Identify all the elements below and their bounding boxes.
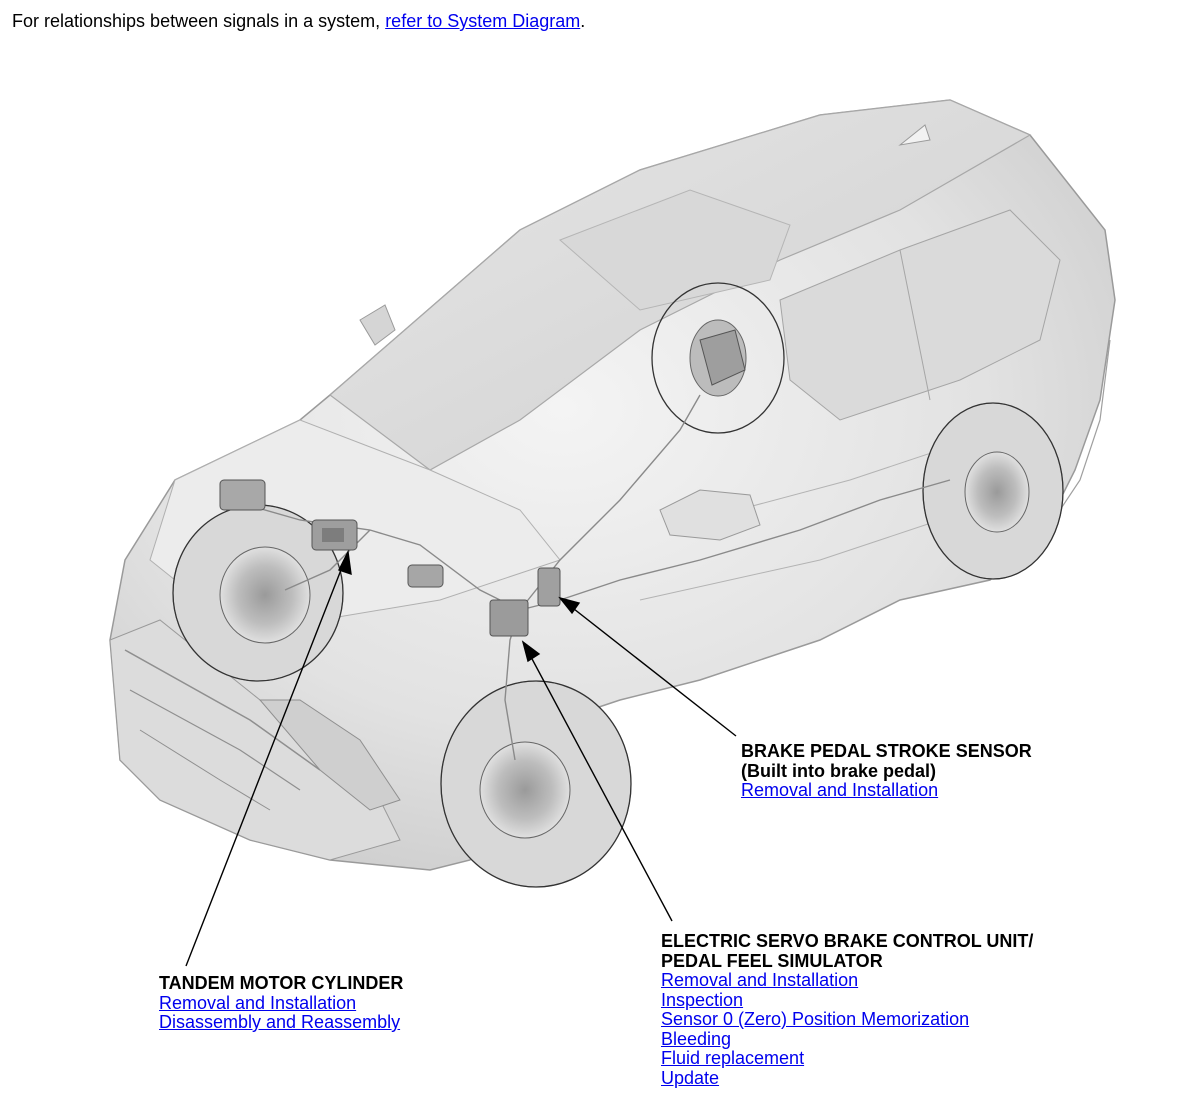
reservoir-part: [407, 564, 444, 588]
leader-arrows: [185, 549, 737, 967]
servo-arrowhead: [521, 640, 541, 663]
tandem-disassembly-link[interactable]: Disassembly and Reassembly: [159, 1012, 401, 1032]
tandem-motor-cylinder-part: [311, 519, 358, 551]
stroke-sensor-leader: [559, 597, 737, 737]
stroke-sensor-arrowhead: [558, 596, 581, 615]
brake-pedal-stroke-sensor-callout: BRAKE PEDAL STROKE SENSOR (Built into br…: [741, 741, 1032, 801]
brake-pedal-stroke-sensor-title: BRAKE PEDAL STROKE SENSOR: [741, 741, 1032, 761]
brake-pedal-stroke-sensor-subtitle: (Built into brake pedal): [741, 760, 937, 781]
tandem-removal-link[interactable]: Removal and Installation: [159, 992, 357, 1013]
tandem-leader: [185, 551, 349, 967]
abs-modulator-part: [219, 479, 266, 511]
servo-update-link[interactable]: Update: [661, 1067, 720, 1088]
intro-text: For relationships between signals in a s…: [12, 10, 585, 32]
rear-right-wheel: [922, 402, 1064, 580]
system-diagram-link[interactable]: refer to System Diagram: [385, 11, 581, 31]
servo-bleeding-link[interactable]: Bleeding: [661, 1028, 732, 1049]
servo-leader: [522, 641, 673, 922]
servo-removal-link[interactable]: Removal and Installation: [661, 970, 859, 990]
pedal-feel-simulator-title: PEDAL FEEL SIMULATOR: [661, 950, 883, 971]
brake-pedal-part: [537, 567, 561, 607]
electric-servo-brake-title: ELECTRIC SERVO BRAKE CONTROL UNIT/: [661, 931, 1034, 951]
intro-suffix: .: [580, 11, 586, 31]
front-left-wheel: [172, 504, 344, 682]
electric-servo-brake-callout: ELECTRIC SERVO BRAKE CONTROL UNIT/ PEDAL…: [661, 931, 1034, 1088]
tandem-motor-cylinder-callout: TANDEM MOTOR CYLINDER Removal and Instal…: [159, 973, 404, 1033]
servo-fluid-replacement-link[interactable]: Fluid replacement: [661, 1048, 805, 1068]
tandem-arrowhead: [338, 549, 352, 576]
rear-left-brake: [689, 319, 747, 397]
front-right-wheel: [440, 680, 632, 888]
tandem-motor-cylinder-title: TANDEM MOTOR CYLINDER: [159, 973, 404, 993]
intro-label: For relationships between signals in a s…: [12, 11, 386, 31]
servo-inspection-link[interactable]: Inspection: [661, 989, 744, 1010]
pedal-feel-simulator-part: [489, 599, 529, 637]
servo-zero-position-link[interactable]: Sensor 0 (Zero) Position Memorization: [661, 1009, 970, 1029]
stroke-sensor-removal-link[interactable]: Removal and Installation: [741, 780, 939, 800]
